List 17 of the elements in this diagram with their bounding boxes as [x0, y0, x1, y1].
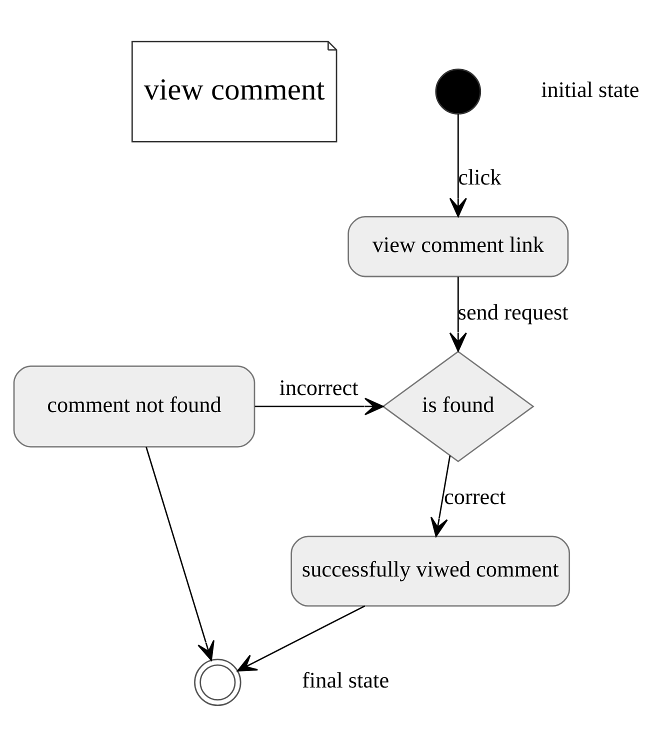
- arrow: [449, 276, 467, 352]
- edge-label: correct: [444, 484, 506, 509]
- edge-label: incorrect: [279, 374, 358, 400]
- arrow: [254, 397, 384, 415]
- node-label: final state: [302, 667, 390, 692]
- arrow: [237, 604, 366, 671]
- node-label: initial state: [541, 76, 640, 102]
- node-circle: [194, 658, 242, 706]
- node-box: successfully viwed comment: [290, 535, 570, 606]
- node-box: comment not found: [13, 364, 256, 447]
- arrow: [430, 454, 451, 536]
- node-box: view comment link: [348, 216, 569, 277]
- arrow: [146, 446, 214, 660]
- edge-label: click: [458, 164, 502, 189]
- arrow: [449, 114, 467, 217]
- node-circle: [435, 68, 482, 114]
- node-diamond: is found: [382, 350, 534, 462]
